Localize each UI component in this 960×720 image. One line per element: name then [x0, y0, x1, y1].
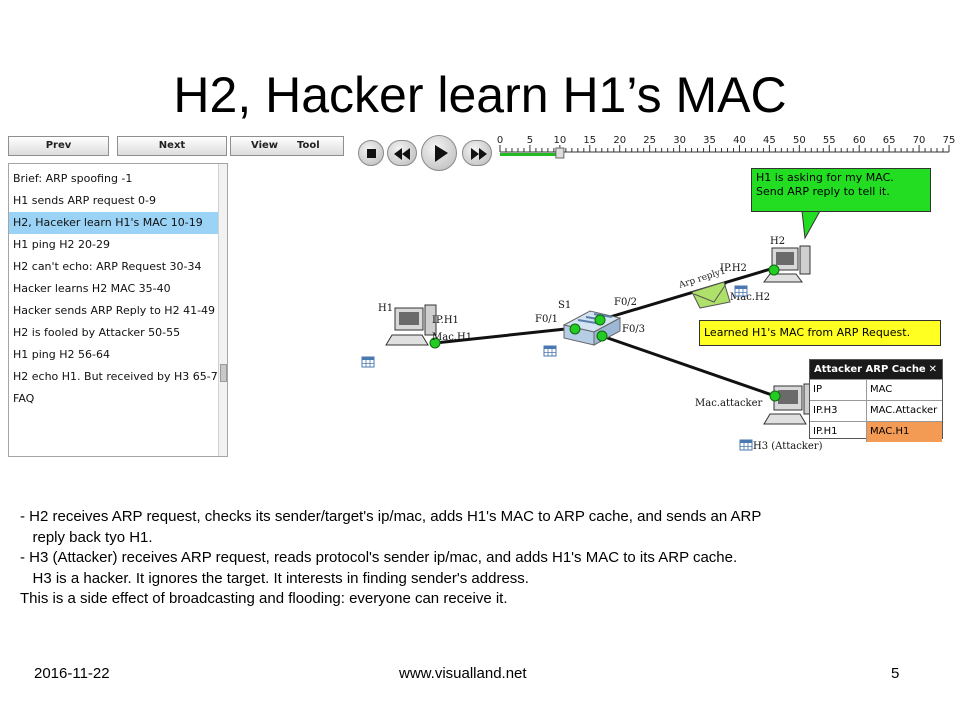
timeline-tick-label: 75: [943, 135, 956, 146]
slide-title: H2, Hacker learn H1’s MAC: [173, 67, 787, 123]
rewind-button[interactable]: [387, 140, 417, 166]
callout-pointer-h2: [801, 210, 821, 240]
rewind-icon: [394, 148, 410, 160]
label-f02: F0/2: [614, 297, 637, 308]
timeline-scrubber[interactable]: 0 5 10 15 20 25 30 35 40 45 50 55 60 65 70 75: [496, 134, 956, 174]
scrollbar-thumb[interactable]: [220, 364, 227, 382]
highlighted-mac: MAC.H1: [867, 422, 942, 442]
scene-list: Brief: ARP spoofing -1 H1 sends ARP reque…: [8, 163, 228, 457]
table-icon[interactable]: [361, 356, 375, 368]
port-h1: [429, 337, 441, 349]
host-h1-computer[interactable]: [385, 304, 437, 346]
scene-list-item[interactable]: H2, Haceker learn H1's MAC 10-19: [9, 212, 221, 234]
play-button[interactable]: [421, 135, 457, 171]
link-s1-h3: [601, 334, 776, 398]
stop-button[interactable]: [358, 140, 384, 166]
network-diagram: Arp reply1 H1 IP.H1 Mac.H1 S1 F0/1 F0/2 …: [361, 210, 823, 452]
next-button[interactable]: Next: [117, 136, 227, 156]
close-icon[interactable]: ✕: [928, 364, 937, 375]
scene-list-item[interactable]: H1 sends ARP request 0-9: [13, 194, 157, 207]
link-h1-s1: [434, 326, 576, 345]
description-line: reply back tyo H1.: [20, 528, 153, 546]
label-f01: F0/1: [535, 314, 558, 325]
host-h2-computer[interactable]: [763, 245, 811, 283]
label-h3: H3 (Attacker): [753, 441, 823, 452]
scene-list-item[interactable]: Hacker learns H2 MAC 35-40: [13, 282, 171, 295]
description-line: - H2 receives ARP request, checks its se…: [20, 508, 762, 525]
prev-button[interactable]: Prev: [8, 136, 109, 156]
timeline-tick-label: 25: [643, 135, 656, 146]
table-icon[interactable]: [543, 345, 557, 357]
arp-packet[interactable]: [691, 281, 731, 309]
h2-speech-callout: H1 is asking for my MAC. Send ARP reply …: [751, 168, 931, 212]
h3-speech-callout: Learned H1's MAC from ARP Request.: [699, 320, 941, 346]
footer-date: 2016-11-22: [34, 665, 110, 682]
port-h2: [768, 264, 780, 276]
port-s1-f02: [594, 314, 606, 326]
table-icon[interactable]: [739, 439, 753, 451]
label-h3-mac: Mac.attacker: [695, 398, 763, 409]
scene-list-item[interactable]: Hacker sends ARP Reply to H2 41-49: [13, 304, 216, 317]
label-h2-mac: Mac.H2: [730, 292, 770, 303]
fast-forward-icon: [471, 148, 487, 160]
link-s1-h2: [599, 266, 775, 322]
scene-list-item[interactable]: H2 echo H1. But received by H3 65-75: [13, 370, 221, 383]
timeline-tick-label: 40: [733, 135, 746, 146]
scene-list-item[interactable]: H1 ping H2 20-29: [13, 238, 110, 251]
label-s1: S1: [558, 300, 571, 311]
play-icon: [435, 145, 448, 162]
scene-list-scrollbar[interactable]: [218, 164, 227, 456]
timeline-handle[interactable]: [555, 147, 565, 159]
label-f03: F0/3: [622, 324, 645, 335]
label-h1-mac: Mac.H1: [432, 332, 472, 343]
label-h2: H2: [770, 236, 785, 247]
port-s1-f03: [596, 330, 608, 342]
fast-forward-button[interactable]: [462, 140, 492, 166]
page-number: 5: [891, 665, 900, 682]
timeline-tick-label: 65: [883, 135, 896, 146]
scene-list-item[interactable]: H2 can't echo: ARP Request 30-34: [13, 260, 202, 273]
cache-row: IP.H1 MAC.H1: [810, 421, 942, 442]
tool-menu[interactable]: Tool: [297, 140, 320, 151]
cache-title-bar: Attacker ARP Cache ✕: [810, 360, 942, 379]
scene-list-item[interactable]: H2 is fooled by Attacker 50-55: [13, 326, 181, 339]
view-menu[interactable]: View: [251, 140, 279, 151]
timeline-tick-label: 30: [673, 135, 686, 146]
cache-header-row: IP MAC: [810, 379, 942, 400]
timeline-tick-label: 60: [853, 135, 866, 146]
table-icon[interactable]: [734, 285, 748, 297]
description-text: - H2 receives ARP request, checks its se…: [20, 507, 950, 610]
label-h2-ip: IP.H2: [720, 263, 747, 274]
port-s1-f01: [569, 323, 581, 335]
description-line: This is a side effect of broadcasting an…: [20, 590, 508, 607]
timeline-tick-label: 70: [913, 135, 926, 146]
timeline-tick-label: 15: [583, 135, 596, 146]
scene-list-item[interactable]: FAQ: [13, 392, 35, 405]
timeline-tick-label: 35: [703, 135, 716, 146]
label-h1: H1: [378, 303, 393, 314]
stop-icon: [367, 149, 376, 158]
footer-site[interactable]: www.visualland.net: [399, 665, 527, 682]
description-line: - H3 (Attacker) receives ARP request, re…: [20, 549, 738, 566]
timeline-tick-label: 10: [553, 135, 566, 146]
label-h1-ip: IP.H1: [432, 315, 459, 326]
view-tool-bar: View Tool: [230, 136, 344, 156]
scene-list-item[interactable]: H1 ping H2 56-64: [13, 348, 110, 361]
timeline-tick-label: 50: [793, 135, 806, 146]
timeline-tick-label: 45: [763, 135, 776, 146]
timeline-tick-label: 55: [823, 135, 836, 146]
description-line: H3 is a hacker. It ignores the target. I…: [20, 569, 529, 587]
timeline-tick-label: 5: [527, 135, 533, 146]
timeline-progress: [500, 153, 560, 156]
cache-row: IP.H3 MAC.Attacker: [810, 400, 942, 421]
player-controls: 0 5 10 15 20 25 30 35 40 45 50 55 60 65 70 75: [352, 134, 956, 174]
timeline-tick-label: 20: [613, 135, 626, 146]
port-h3: [769, 390, 781, 402]
scene-list-item[interactable]: Brief: ARP spoofing -1: [13, 172, 133, 185]
host-h3-computer[interactable]: [763, 383, 816, 425]
attacker-arp-cache-window: Attacker ARP Cache ✕ IP MAC IP.H3 MAC.At…: [809, 359, 943, 442]
timeline-tick-label: 0: [497, 135, 503, 146]
